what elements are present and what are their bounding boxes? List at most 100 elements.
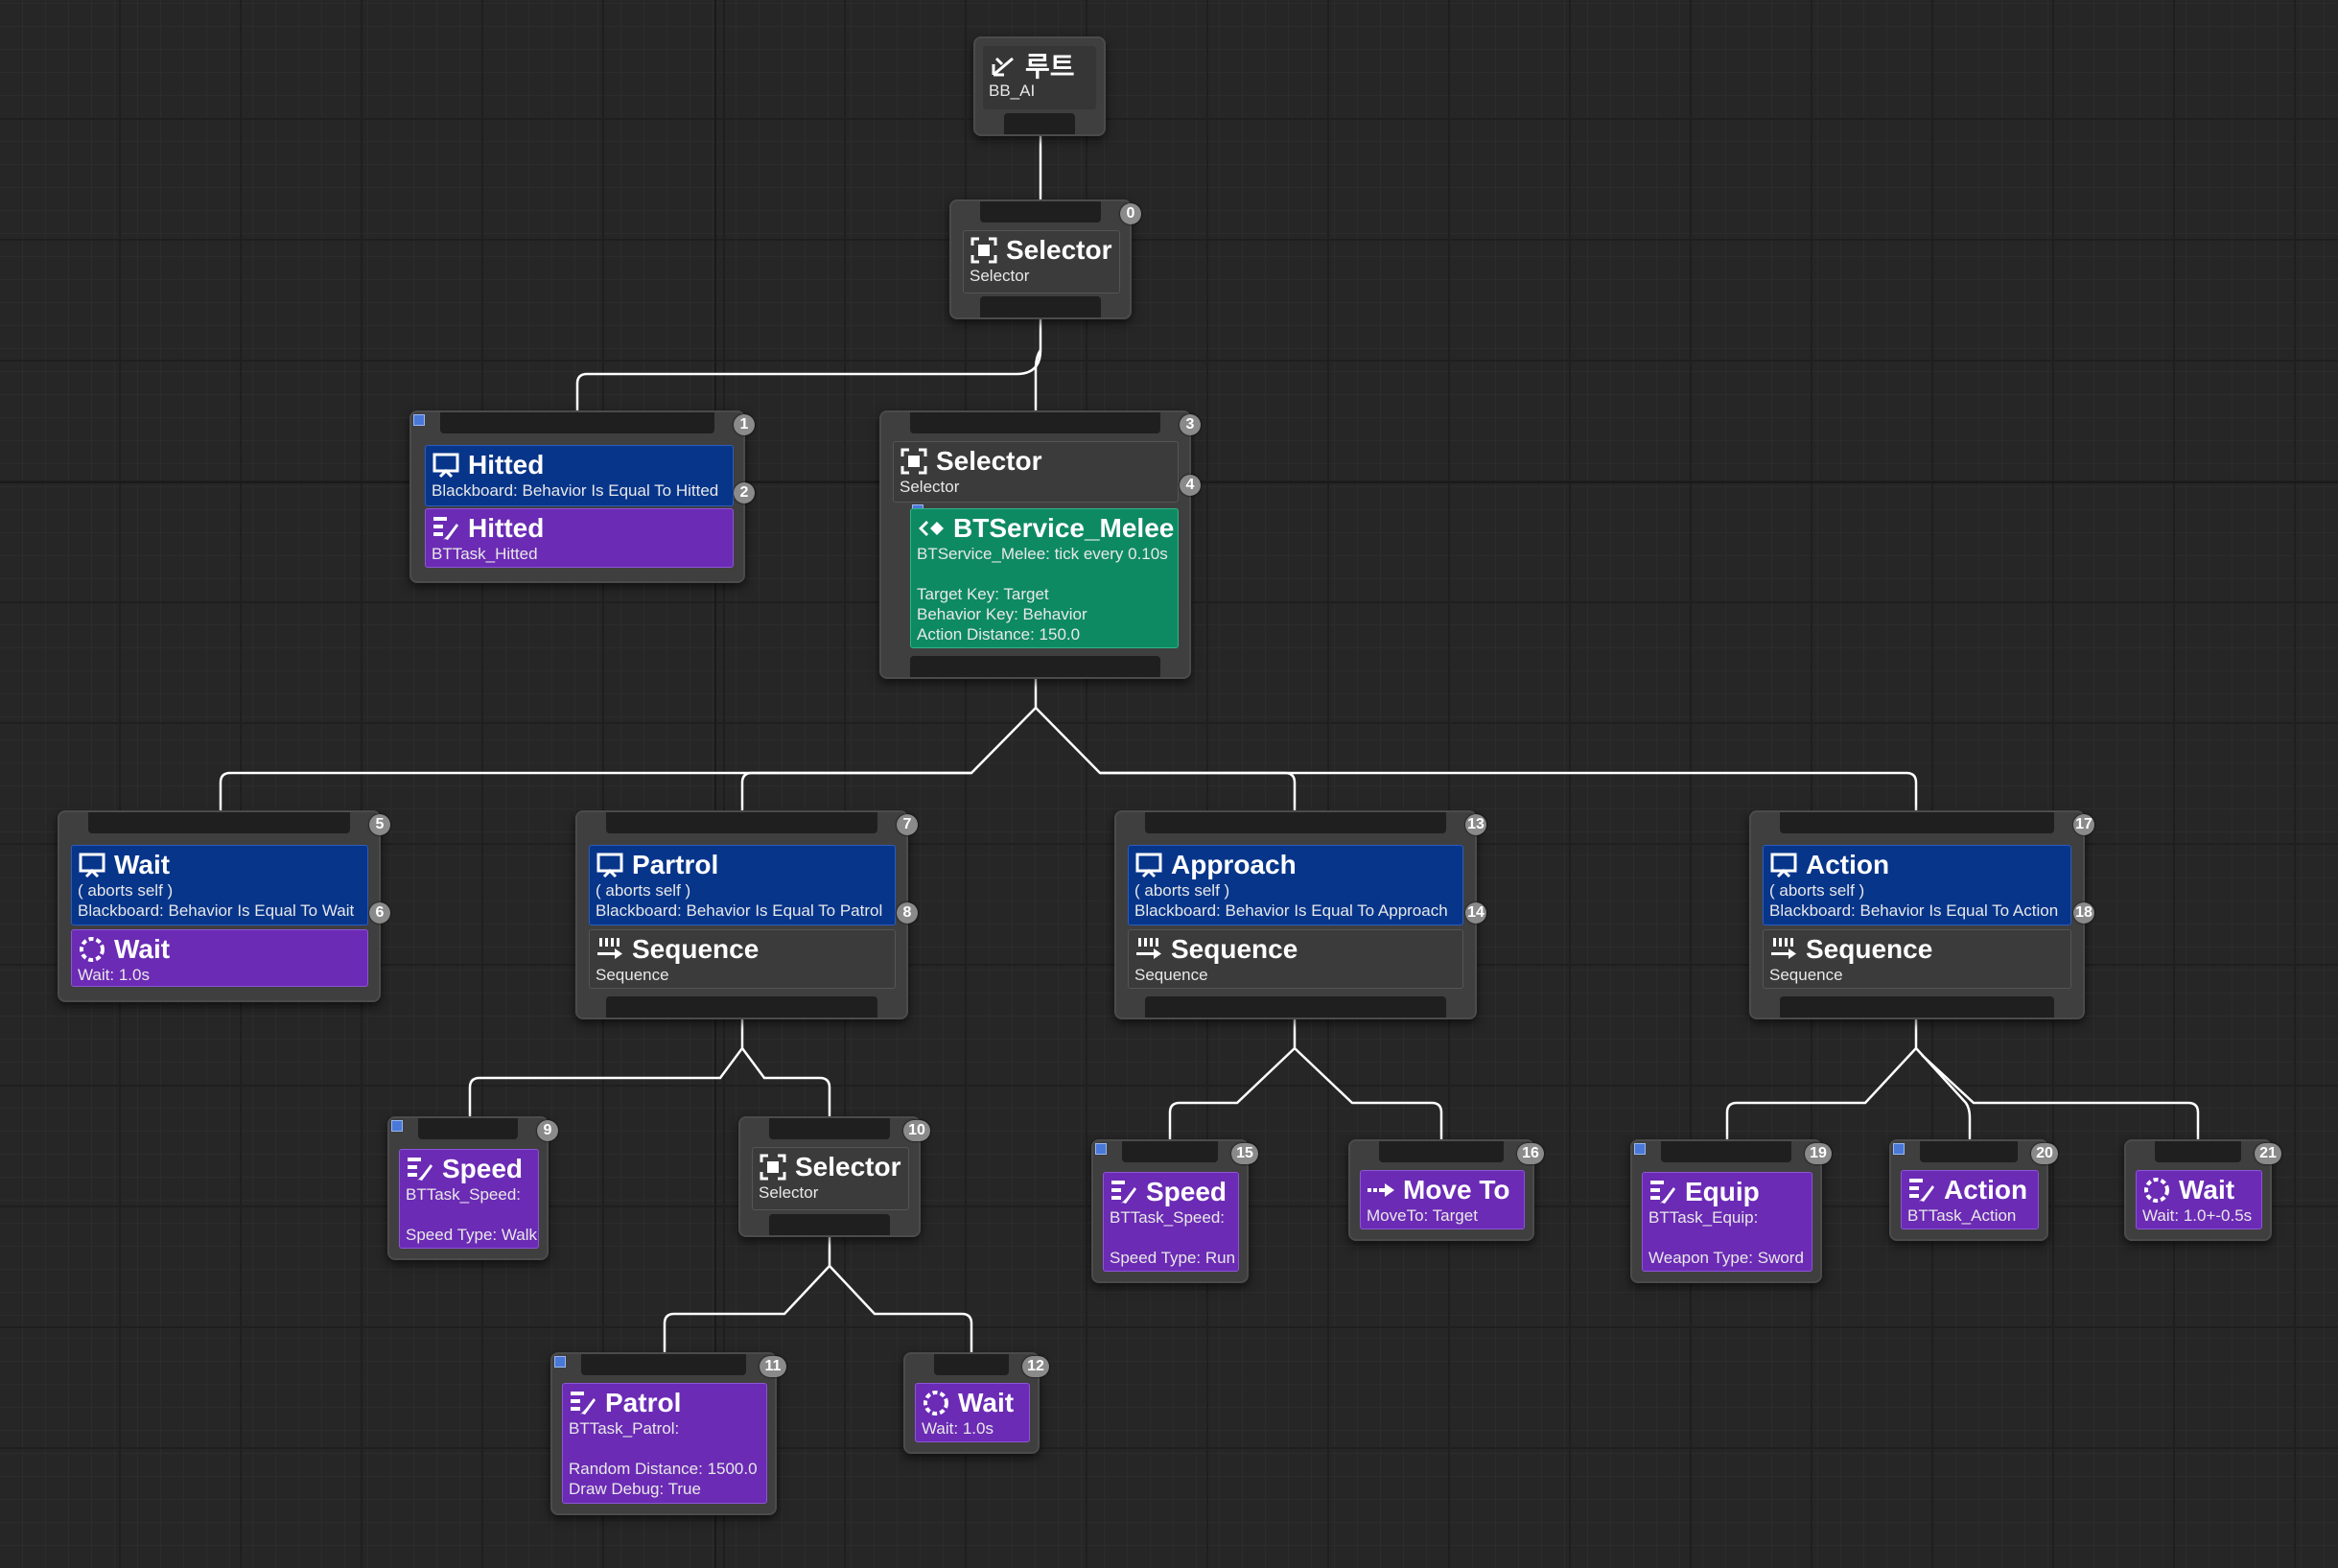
patrol-decorator-title: Partrol bbox=[632, 850, 719, 879]
btservice-melee[interactable]: BTService_Melee BTService_Melee: tick ev… bbox=[910, 508, 1179, 648]
wait-decorator[interactable]: Wait ( aborts self ) Blackboard: Behavio… bbox=[71, 845, 368, 925]
patrol-sequence-subtitle: Sequence bbox=[596, 966, 669, 984]
selector3-subtitle: Selector bbox=[900, 478, 960, 496]
wait12-task[interactable]: Wait Wait: 1.0s bbox=[915, 1383, 1030, 1442]
wait-task-node-21[interactable]: Wait Wait: 1.0+-0.5s 21 bbox=[2124, 1139, 2281, 1241]
patrol11-task[interactable]: Patrol BTTask_Patrol: Random Distance: 1… bbox=[562, 1383, 767, 1504]
action20-input-pin[interactable] bbox=[1920, 1141, 2018, 1162]
equip19-title: Equip bbox=[1685, 1177, 1760, 1206]
speed9-line: BTTask_Speed: bbox=[406, 1185, 522, 1204]
equip19-task[interactable]: Equip BTTask_Equip: Weapon Type: Sword bbox=[1642, 1172, 1812, 1272]
service-line bbox=[917, 564, 1172, 584]
selector-node-3[interactable]: Selector Selector BTService_Melee BTServ… bbox=[879, 410, 1201, 679]
wait21-task[interactable]: Wait Wait: 1.0+-0.5s bbox=[2136, 1170, 2262, 1229]
wait21-input-pin[interactable] bbox=[2155, 1141, 2241, 1162]
wire-patrol-speed9 bbox=[468, 1019, 744, 1127]
approach-branch-node[interactable]: Approach ( aborts self ) Blackboard: Beh… bbox=[1114, 810, 1486, 1019]
action-decorator[interactable]: Action ( aborts self ) Blackboard: Behav… bbox=[1763, 845, 2071, 925]
equip19-line: Weapon Type: Sword bbox=[1648, 1249, 1804, 1267]
speed9-title: Speed bbox=[442, 1154, 524, 1183]
hitted-input-pin[interactable] bbox=[440, 412, 714, 433]
selector0-input-pin[interactable] bbox=[980, 201, 1101, 222]
root-title: 루트 bbox=[1025, 52, 1075, 82]
hitted-node[interactable]: Hitted Blackboard: Behavior Is Equal To … bbox=[409, 410, 755, 583]
breakpoint-marker bbox=[413, 414, 425, 426]
selector0-block: Selector Selector bbox=[963, 230, 1120, 293]
selector0-output-pin[interactable] bbox=[980, 296, 1101, 317]
moveto16-input-pin[interactable] bbox=[1379, 1141, 1504, 1162]
approach-branch-output-pin[interactable] bbox=[1145, 996, 1446, 1018]
patrol-decorator[interactable]: Partrol ( aborts self ) Blackboard: Beha… bbox=[589, 845, 896, 925]
approach-sequence[interactable]: Sequence Sequence bbox=[1128, 929, 1463, 989]
approach-decorator[interactable]: Approach ( aborts self ) Blackboard: Beh… bbox=[1128, 845, 1463, 925]
action-branch-output-pin[interactable] bbox=[1780, 996, 2054, 1018]
patrol11-line: BTTask_Patrol: bbox=[569, 1419, 680, 1438]
equip19-input-pin[interactable] bbox=[1661, 1141, 1791, 1162]
execution-index-badge: 0 bbox=[1120, 203, 1141, 224]
patrol-task-node-11[interactable]: Patrol BTTask_Patrol: Random Distance: 1… bbox=[550, 1352, 786, 1515]
selector10-title: Selector bbox=[795, 1152, 901, 1182]
hitted-task[interactable]: Hitted BTTask_Hitted bbox=[425, 508, 734, 568]
sequence-icon bbox=[596, 935, 624, 964]
aborts-label: ( aborts self ) bbox=[1134, 881, 1230, 900]
breakpoint-marker bbox=[391, 1120, 403, 1132]
equip-task-node-19[interactable]: Equip BTTask_Equip: Weapon Type: Sword 1… bbox=[1630, 1139, 1832, 1283]
selector10-output-pin[interactable] bbox=[769, 1214, 890, 1235]
hitted-task-title: Hitted bbox=[468, 513, 545, 543]
wait-task-node-12[interactable]: Wait Wait: 1.0s 12 bbox=[903, 1352, 1049, 1454]
wire-approach-speed15 bbox=[1168, 1019, 1297, 1151]
wait12-title: Wait bbox=[958, 1388, 1015, 1417]
service-line: Action Distance: 150.0 bbox=[917, 625, 1081, 644]
patrol-sequence[interactable]: Sequence Sequence bbox=[589, 929, 896, 989]
root-node[interactable]: 루트 BB_AI bbox=[973, 36, 1106, 136]
speed15-line: BTTask_Speed: bbox=[1110, 1208, 1226, 1227]
hitted-decorator-title: Hitted bbox=[468, 450, 545, 480]
patrol11-input-pin[interactable] bbox=[581, 1354, 746, 1375]
moveto-task-node-16[interactable]: Move To MoveTo: Target 16 bbox=[1348, 1139, 1544, 1241]
task-icon bbox=[1110, 1178, 1138, 1206]
speed15-task[interactable]: Speed BTTask_Speed: Speed Type: Run bbox=[1103, 1172, 1239, 1272]
aborts-label: ( aborts self ) bbox=[596, 881, 691, 900]
selector-node-0[interactable]: Selector Selector 0 bbox=[949, 199, 1141, 319]
wait-branch-node[interactable]: Wait ( aborts self ) Blackboard: Behavio… bbox=[58, 810, 390, 1002]
selector10-block: Selector Selector bbox=[752, 1147, 909, 1210]
execution-index-badge: 21 bbox=[2255, 1143, 2281, 1164]
patrol-branch-node[interactable]: Partrol ( aborts self ) Blackboard: Beha… bbox=[575, 810, 918, 1019]
hitted-decorator[interactable]: Hitted Blackboard: Behavior Is Equal To … bbox=[425, 445, 734, 506]
action-task-node-20[interactable]: Action BTTask_Action 20 bbox=[1889, 1139, 2058, 1241]
approach-branch-input-pin[interactable] bbox=[1145, 812, 1446, 833]
patrol11-title: Patrol bbox=[605, 1388, 682, 1417]
blackboard-icon bbox=[596, 851, 624, 879]
wait12-input-pin[interactable] bbox=[934, 1354, 1009, 1375]
selector10-input-pin[interactable] bbox=[769, 1118, 890, 1139]
speed15-input-pin[interactable] bbox=[1122, 1141, 1218, 1162]
approach-sequence-title: Sequence bbox=[1171, 934, 1298, 964]
execution-index-badge: 15 bbox=[1231, 1143, 1258, 1164]
selector-node-10[interactable]: Selector Selector 10 bbox=[738, 1116, 930, 1237]
moveto16-task[interactable]: Move To MoveTo: Target bbox=[1360, 1170, 1525, 1229]
speed-task-node-9[interactable]: Speed BTTask_Speed: Speed Type: Walk 9 bbox=[387, 1116, 558, 1260]
root-output-pin[interactable] bbox=[1004, 113, 1075, 134]
speed9-task[interactable]: Speed BTTask_Speed: Speed Type: Walk bbox=[399, 1149, 539, 1249]
action-branch-node[interactable]: Action ( aborts self ) Blackboard: Behav… bbox=[1749, 810, 2094, 1019]
patrol11-line: Draw Debug: True bbox=[569, 1480, 701, 1498]
aborts-label: ( aborts self ) bbox=[78, 881, 174, 900]
decorator-index-badge: 18 bbox=[2073, 902, 2094, 924]
wire-approach-moveto16 bbox=[1294, 1047, 1449, 1151]
patrol-branch-output-pin[interactable] bbox=[606, 996, 877, 1018]
selector3-output-pin[interactable] bbox=[910, 656, 1160, 677]
action20-task[interactable]: Action BTTask_Action bbox=[1901, 1170, 2039, 1229]
blackboard-icon bbox=[78, 851, 106, 879]
wire-action-equip19 bbox=[1725, 1019, 1918, 1151]
patrol-branch-input-pin[interactable] bbox=[606, 812, 877, 833]
wait-task[interactable]: Wait Wait: 1.0s bbox=[71, 929, 368, 987]
wire-selector3-approach bbox=[1035, 707, 1302, 822]
wait-branch-input-pin[interactable] bbox=[88, 812, 350, 833]
task-icon bbox=[432, 514, 460, 543]
speed9-input-pin[interactable] bbox=[418, 1118, 518, 1139]
action-branch-input-pin[interactable] bbox=[1780, 812, 2054, 833]
speed-task-node-15[interactable]: Speed BTTask_Speed: Speed Type: Run 15 bbox=[1091, 1139, 1258, 1283]
action-sequence[interactable]: Sequence Sequence bbox=[1763, 929, 2071, 989]
selector3-input-pin[interactable] bbox=[910, 412, 1160, 433]
approach-decorator-title: Approach bbox=[1171, 850, 1297, 879]
